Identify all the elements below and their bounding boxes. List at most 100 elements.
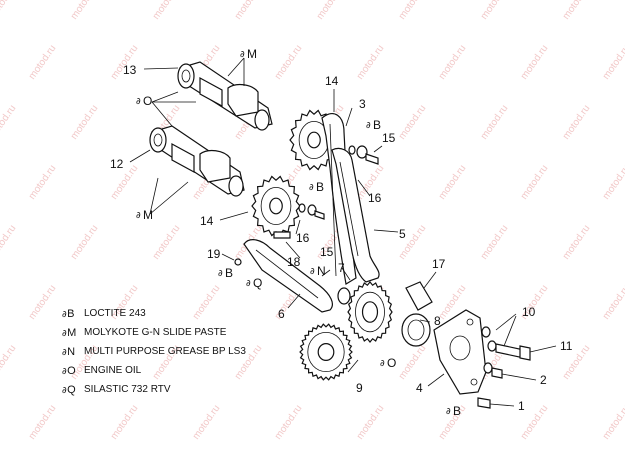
watermark-text: motod.ru [437,163,469,202]
lube-mark-o-upper: ∂O [136,94,152,108]
svg-text:∂: ∂ [136,97,141,107]
callout-4: 4 [416,381,423,395]
watermark-text: motod.ru [397,103,429,142]
svg-text:∂: ∂ [246,279,251,289]
svg-text:B: B [316,180,324,194]
callout-8: 8 [434,314,441,328]
svg-text:O: O [387,356,396,370]
svg-text:∂: ∂ [309,183,314,193]
svg-text:N: N [317,264,326,278]
watermark-text: motod.ru [315,0,347,22]
watermark-text: motod.ru [0,103,18,142]
callout-6: 6 [278,307,285,321]
watermark-text: motod.ru [479,103,511,142]
svg-text:B: B [453,404,461,418]
callout-1: 1 [518,399,525,413]
lube-mark-b-middle: ∂B [309,180,324,194]
watermark-text: motod.ru [151,0,183,22]
svg-text:M: M [247,47,257,61]
watermark-text: motod.ru [561,0,593,22]
watermark-text: motod.ru [355,403,387,442]
watermark-text: motod.ru [109,403,141,442]
lube-mark-q: ∂Q [246,276,262,290]
callout-16-upper: 16 [368,191,382,205]
watermark-text: motod.ru [273,403,305,442]
camshaft-lower [149,125,245,197]
watermark-text: motod.ru [601,43,625,82]
bolt-11 [487,340,531,361]
legend-text-b: LOCTITE 243 [84,308,146,319]
callout-19: 19 [207,247,221,261]
watermark-text: motod.ru [437,43,469,82]
svg-text:M: M [143,208,153,222]
legend-key-b: ∂B [62,307,75,320]
watermark-text: motod.ru [601,283,625,322]
watermark-text: motod.ru [355,43,387,82]
legend-row-q: ∂Q SILASTIC 732 RTV [62,380,246,399]
lube-mark-b-19: ∂B [218,266,233,280]
callout-9: 9 [356,381,363,395]
lube-mark-o-bearing: ∂O [380,356,396,370]
watermark-text: motod.ru [561,223,593,262]
watermark-text: motod.ru [519,43,551,82]
watermark-text: motod.ru [151,223,183,262]
chain-guide [243,239,333,313]
legend-key-q: ∂Q [62,383,77,396]
legend-text-o: ENGINE OIL [84,365,142,376]
watermark-text: motod.ru [0,343,18,382]
legend-key-o: ∂O [62,364,77,377]
svg-text:∂: ∂ [446,407,451,417]
legend-key-m: ∂M [62,326,77,339]
legend-row-b: ∂B LOCTITE 243 [62,304,246,323]
callout-14-upper: 14 [325,74,339,88]
watermark-text: motod.ru [601,403,625,442]
needle-bearing [401,313,431,347]
watermark-text: motod.ru [27,283,59,322]
legend-row-o: ∂O ENGINE OIL [62,361,246,380]
bolt-15-upper [356,145,379,165]
callout-11: 11 [560,339,573,353]
watermark-text: motod.ru [27,403,59,442]
svg-text:∂: ∂ [240,50,245,60]
callout-12: 12 [110,157,124,171]
gear-web [355,291,385,333]
lube-mark-m-upper: ∂M [240,47,257,61]
gear-web [307,331,345,372]
pin-18 [273,231,291,239]
callout-labels: 13 14 3 12 15 16 14 16 5 19 18 15 7 17 6… [110,63,573,413]
svg-text:∂: ∂ [380,359,385,369]
plug-19 [234,258,242,266]
watermark-text: motod.ru [601,163,625,202]
watermark-text: motod.ru [479,0,511,22]
support-plate [433,309,487,395]
washer-10 [481,326,491,338]
callout-5: 5 [399,227,406,241]
callout-2: 2 [540,373,547,387]
legend-key-n: ∂N [62,345,76,358]
bolt-1 [477,397,491,409]
idler-gear [299,323,353,381]
legend-text-n: MULTI PURPOSE GREASE BP LS3 [84,346,246,357]
callout-14-lower: 14 [200,214,214,228]
callout-17: 17 [432,257,446,271]
callout-15-lower: 15 [320,245,334,259]
svg-text:∂: ∂ [136,211,141,221]
callout-16-lower: 16 [296,231,310,245]
svg-text:∂: ∂ [310,267,315,277]
svg-text:∂: ∂ [366,121,371,131]
watermark-text: motod.ru [479,223,511,262]
watermark-text: motod.ru [69,223,101,262]
svg-text:O: O [143,94,152,108]
svg-text:Q: Q [253,276,262,290]
svg-text:B: B [225,266,233,280]
callout-15-upper: 15 [382,131,396,145]
watermark-text: motod.ru [27,43,59,82]
watermark-text: motod.ru [0,223,18,262]
legend-row-m: ∂M MOLYKOTE G-N SLIDE PASTE [62,323,246,342]
watermark-text: motod.ru [0,0,18,22]
lube-mark-b-upper: ∂B [366,118,381,132]
gear-hub [269,197,283,215]
legend-row-n: ∂N MULTI PURPOSE GREASE BP LS3 [62,342,246,361]
watermark-text: motod.ru [27,163,59,202]
watermark-text: motod.ru [233,0,265,22]
